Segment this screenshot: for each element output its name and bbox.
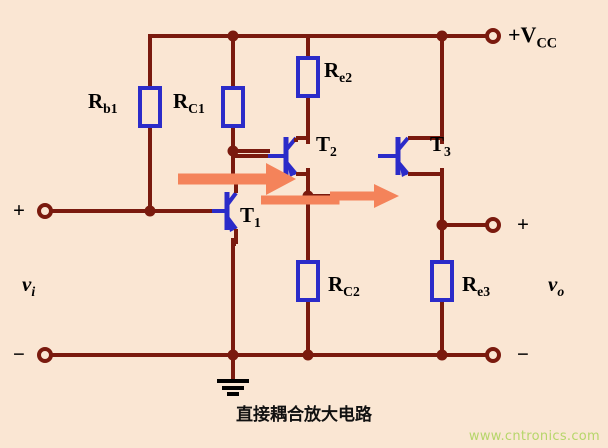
label-input-plus: + (13, 198, 25, 222)
resistor-rc1 (221, 86, 245, 128)
transistor-t2 (233, 136, 308, 177)
resistor-re3 (430, 260, 454, 302)
label-vcc: +VCC (508, 22, 558, 52)
label-t1: T1 (240, 203, 261, 231)
label-re3: Re3 (462, 272, 491, 300)
diagram-title: 直接耦合放大电路 (236, 405, 372, 425)
label-t3: T3 (430, 132, 451, 160)
arrow-stage1 (178, 163, 296, 195)
label-re2: Re2 (324, 58, 353, 86)
signal-flow-arrows (178, 163, 399, 208)
label-vi: vi (22, 272, 36, 300)
wires (43, 34, 491, 382)
resistors (138, 56, 454, 302)
transistor-t3 (378, 136, 442, 177)
label-rc1: RC1 (173, 89, 205, 117)
label-output-plus: + (517, 212, 529, 236)
resistor-rb1 (138, 86, 162, 128)
label-vo: vo (548, 272, 565, 300)
label-rb1: Rb1 (88, 89, 118, 117)
label-t2: T2 (316, 132, 337, 160)
arrow-stage2 (261, 184, 399, 208)
resistor-re2 (296, 56, 320, 98)
label-rc2: RC2 (328, 272, 360, 300)
label-output-minus: − (517, 342, 529, 366)
resistor-rc2 (296, 260, 320, 302)
watermark: www.cntronics.com (468, 429, 600, 444)
label-input-minus: − (13, 342, 25, 366)
terminals (37, 28, 501, 363)
transistor-t1 (212, 176, 238, 246)
ground-symbol (217, 379, 249, 396)
